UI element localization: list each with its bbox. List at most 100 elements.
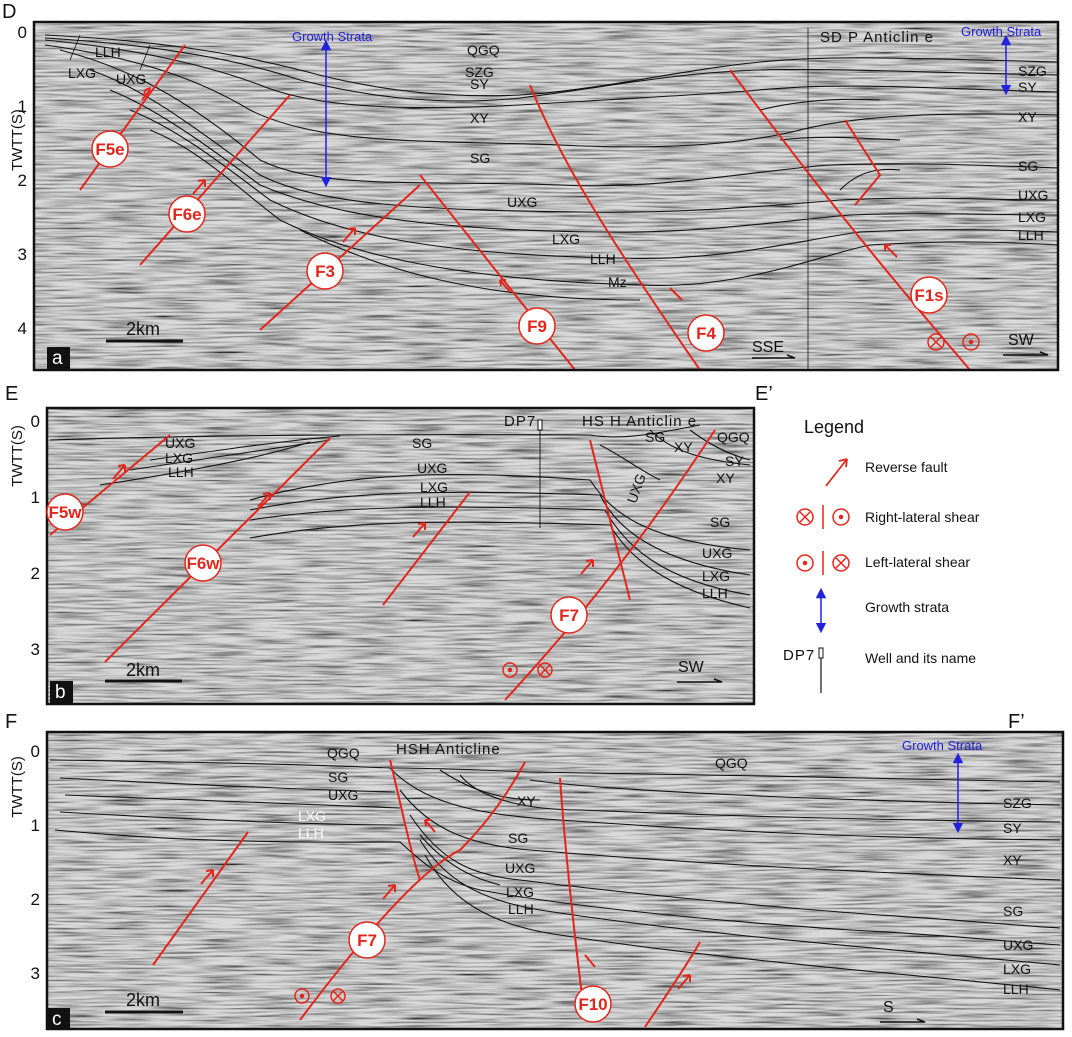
horizon-label: UXG — [1003, 937, 1033, 953]
fault-label: F10 — [578, 995, 607, 1014]
legend-item-reverse-fault: Reverse fault — [865, 459, 948, 475]
tick: 3 — [31, 964, 40, 983]
horizon-label: XY — [1018, 109, 1037, 125]
panel-a-axis-title: TWTT(S) — [9, 109, 26, 171]
horizon-label: LXG — [165, 450, 193, 466]
legend-item-left-lateral: Left-lateral shear — [865, 554, 970, 570]
tick: 2 — [31, 564, 40, 583]
horizon-label: LXG — [420, 479, 448, 495]
panel-c-horizons — [49, 759, 1061, 991]
legend-item-well: Well and its name — [865, 650, 976, 666]
horizon-label: SZG — [1018, 63, 1047, 79]
panel-c-growth-label: Growth Strata — [902, 738, 983, 753]
horizon-label: QGQ — [715, 755, 748, 771]
fault-label: F5e — [95, 140, 124, 159]
panel-a-shear-symbols — [927, 333, 980, 351]
legend-item-growth-strata: Growth strata — [865, 599, 949, 615]
panel-c-fault-labels: F7 F10 — [348, 921, 612, 1023]
panel-a-scale-label: 2km — [126, 319, 160, 339]
horizon-label: SZG — [1003, 795, 1032, 811]
panel-c: c F F’ TWTT(S) 0 1 2 3 HSH Anticline Gro… — [5, 711, 1065, 1031]
panel-a-direction2-label: SW — [1008, 332, 1035, 349]
panel-b-letter-bg — [50, 681, 73, 703]
panel-b-direction-label: SW — [678, 659, 705, 676]
horizon-label: SZG — [465, 64, 494, 80]
panel-b-anticline-label: HS H Anticlin e — [582, 413, 697, 430]
panel-b-well-icon — [537, 419, 543, 431]
horizon-label: XY — [517, 793, 536, 809]
panel-c-horizon-labels: QGQ SG UXG LXG LLH XY SG UXG LXG LLH QGQ… — [298, 745, 1033, 997]
panel-a-frame — [32, 20, 1060, 372]
tick: 3 — [18, 245, 27, 264]
panel-b-axis-title: TWTT(S) — [9, 425, 26, 487]
panel-b-start-label: E — [5, 383, 18, 405]
panel-b-shear-symbols — [502, 662, 553, 678]
fault-label: F7 — [559, 606, 579, 625]
horizon-label: LXG — [702, 568, 730, 584]
legend-item-right-lateral: Right-lateral shear — [865, 509, 980, 525]
legend: Legend Reverse fault Right-lateral shear… — [783, 417, 980, 693]
horizon-label: QGQ — [327, 745, 360, 761]
panel-c-end-label: F’ — [1008, 711, 1025, 733]
panel-a-ticks: 0 1 2 3 4 — [18, 23, 27, 338]
panel-c-shear-symbols — [294, 988, 346, 1004]
horizon-label: Mz — [608, 274, 627, 290]
well-icon — [818, 647, 824, 659]
panel-a-start-label: D — [2, 1, 16, 23]
fault-label: F6e — [172, 205, 201, 224]
horizon-label: UXG — [116, 71, 146, 87]
panel-a-fault-labels: F5e F6e F3 F9 F4 F1s — [91, 130, 948, 352]
panel-b-direction-arrow — [677, 678, 723, 683]
horizon-label: XY — [1003, 852, 1022, 868]
panel-a-direction2-arrow — [1003, 351, 1049, 356]
horizon-label: LLH — [1018, 227, 1044, 243]
panel-a-growth-label-2: Growth Strata — [961, 24, 1042, 39]
panel-b-scale-label: 2km — [126, 660, 160, 680]
horizon-label: LLH — [168, 464, 194, 480]
horizon-label: UXG — [702, 545, 732, 561]
horizon-label: SY — [1018, 79, 1037, 95]
panel-a-growth-label-1: Growth Strata — [292, 29, 373, 44]
left-lateral-shear-icon — [796, 551, 850, 575]
horizon-label: QGQ — [467, 42, 500, 58]
reverse-fault-icon — [825, 458, 848, 487]
horizon-label: SG — [412, 435, 432, 451]
horizon-label: LLH — [508, 901, 534, 917]
panel-c-letter-bg — [47, 1008, 70, 1030]
horizon-label: SG — [1018, 158, 1038, 174]
panel-c-scale-label: 2km — [126, 990, 160, 1010]
horizon-label: SG — [508, 830, 528, 846]
tick: 0 — [31, 742, 40, 761]
tick: 1 — [18, 97, 27, 116]
horizon-label: LXG — [1003, 961, 1031, 977]
horizon-label: SG — [710, 514, 730, 530]
panel-b-ticks: 0 1 2 3 — [31, 412, 40, 659]
fault-label: F4 — [696, 324, 716, 343]
panel-a-direction-label: SSE — [752, 339, 784, 356]
horizon-label: LLH — [420, 494, 446, 510]
panel-a-letter-bg — [47, 347, 70, 369]
horizon-label: LLH — [1003, 981, 1029, 997]
horizon-label: LXG — [1018, 209, 1046, 225]
horizon-label: UXG — [505, 860, 535, 876]
tick: 4 — [18, 319, 27, 338]
tick: 0 — [31, 412, 40, 431]
fault-label: F5w — [48, 503, 82, 522]
horizon-label: LXG — [298, 808, 326, 824]
panel-b-frame — [45, 406, 756, 706]
panel-a-letter: a — [52, 348, 63, 369]
right-lateral-shear-icon — [796, 505, 850, 529]
panel-a-direction-arrow — [752, 354, 796, 359]
tick: 2 — [18, 171, 27, 190]
legend-well-name: DP7 — [783, 647, 815, 664]
horizon-label: LLH — [298, 825, 324, 841]
panel-a-horizon-labels: LLH LXG UXG QGQ SZG SY XY SG UXG LXG LLH… — [68, 42, 1048, 290]
tick: 1 — [31, 816, 40, 835]
panel-c-start-label: F — [5, 711, 17, 733]
horizon-label: XY — [470, 110, 489, 126]
horizon-label: UXG — [1018, 187, 1048, 203]
horizon-label: UXG — [328, 787, 358, 803]
horizon-label: LLH — [95, 44, 121, 60]
tick: 3 — [31, 640, 40, 659]
